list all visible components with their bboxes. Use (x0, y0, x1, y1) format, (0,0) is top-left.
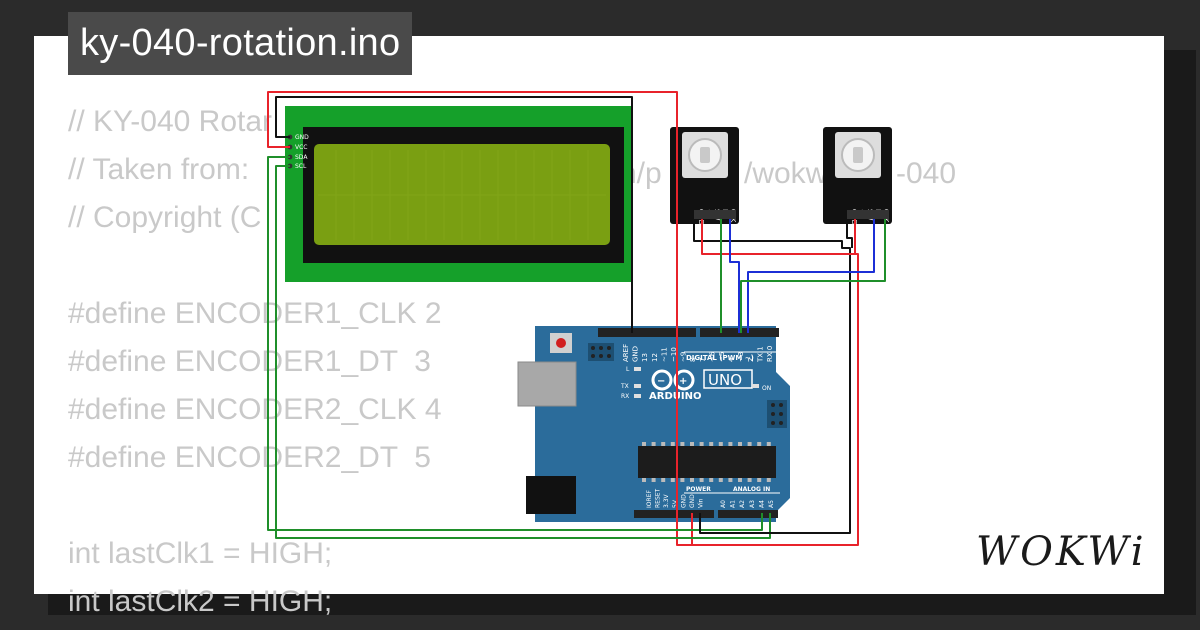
code-line: // KY-040 Rotar (68, 105, 273, 138)
pin-label: ~5 (718, 352, 726, 362)
pin-label: ~11 (660, 347, 668, 362)
led-tx-label: TX (620, 383, 629, 390)
pin-label: A1 (730, 500, 737, 508)
atmega-chip (638, 446, 776, 478)
code-fragment: -040 (896, 157, 956, 190)
pin-label: A0 (720, 500, 727, 508)
code-line: // Taken from: (68, 153, 250, 186)
wire-enc2-gnd (846, 219, 853, 248)
uno-badge (703, 369, 753, 389)
pin-label: 2 (747, 358, 755, 362)
wire-lcd-gnd (275, 96, 633, 333)
pin-label: ~6 (708, 351, 716, 362)
led-rx-label: RX (621, 393, 629, 400)
pin-label: 13 (641, 353, 649, 362)
lcd-char-grid (318, 150, 606, 240)
wire-lcd-sda (267, 156, 763, 531)
analog-label: ANALOG IN (733, 486, 770, 493)
pin-label: ~3 (737, 352, 745, 362)
pin-label: Vin (698, 498, 705, 508)
lcd-pin-label: VCC (295, 144, 307, 151)
pin-label: IOREF (646, 490, 653, 508)
icsp-header-top (588, 343, 614, 361)
power-label: POWER (686, 486, 711, 493)
pin-label: 5V (672, 499, 679, 508)
digital-label: DIGITAL (PWM ~) (686, 354, 754, 362)
project-title: ky-040-rotation.ino (68, 12, 413, 75)
pin-label: RX 0 (766, 346, 774, 362)
svg-text:+: + (679, 376, 687, 387)
pin-label: A5 (768, 500, 775, 508)
pin-label: 4 (728, 357, 736, 362)
power-header (634, 510, 714, 518)
led-l (634, 367, 641, 371)
pin-label: AREF (622, 344, 630, 362)
pin-label: ~9 (680, 352, 688, 362)
led-rx (634, 394, 641, 398)
pin-label: 12 (651, 353, 659, 362)
rotary-encoder-1[interactable]: CLK DT SW + GND (670, 127, 739, 225)
led-on (752, 384, 759, 388)
pin-label: GND (632, 346, 640, 362)
code-line: #define ENCODER2_DT 5 (68, 441, 431, 474)
chip-pins (642, 442, 771, 482)
pin-label: TX 1 (756, 346, 764, 363)
pin-label: GND (689, 494, 696, 508)
encoder-header (847, 210, 889, 219)
lcd-pin-label: SCL (295, 163, 307, 170)
wokwi-logo: WOKWi (976, 529, 1147, 575)
pin-label: 7 (699, 358, 707, 362)
pin-label: A2 (739, 500, 746, 508)
wire-enc2-clk (747, 219, 875, 333)
pin-label: RESET (655, 488, 662, 508)
wire-enc1-gnd (693, 219, 851, 534)
digital-header-left (598, 328, 696, 337)
code-fragment: /wokw (744, 157, 828, 190)
lcd-pin-label: GND (295, 134, 309, 141)
wire-enc2-dt (740, 219, 886, 333)
led-on-label: ON (762, 385, 771, 392)
led-tx (634, 384, 641, 388)
code-line: #define ENCODER2_CLK 4 (68, 393, 442, 426)
pin-label: 3.3V (663, 493, 670, 508)
lcd-display[interactable]: GND VCC SDA SCL (285, 106, 632, 282)
wires (267, 91, 886, 546)
wire-enc1-vcc (692, 219, 859, 546)
analog-header (718, 510, 778, 518)
lcd-pin-label: SDA (295, 154, 308, 161)
arduino-logo-mark (651, 369, 695, 391)
usb-port (517, 361, 577, 407)
pin-label: ~10 (670, 347, 678, 362)
led-l-label: L (626, 366, 630, 373)
pin-label: A3 (749, 500, 756, 508)
code-line: int lastClk2 = HIGH; (68, 585, 333, 618)
wire-enc1-clk (729, 219, 740, 333)
icsp-header-right (767, 400, 787, 428)
pin-label: GND (680, 494, 687, 508)
power-jack (526, 476, 576, 514)
code-line: int lastClk1 = HIGH; (68, 537, 333, 570)
code-line: // Copyright (C (68, 201, 262, 234)
encoder-header (694, 210, 736, 219)
pin-label: 8 (689, 358, 697, 362)
pin-label: A4 (758, 500, 765, 508)
wire-lcd-scl (275, 165, 771, 539)
rotary-encoder-2[interactable]: CLK DT SW + GND (823, 127, 892, 225)
arduino-model: UNO (708, 371, 742, 389)
code-line: #define ENCODER1_CLK 2 (68, 297, 442, 330)
svg-text:−: − (657, 376, 665, 387)
code-line: #define ENCODER1_DT 3 (68, 345, 431, 378)
code-preview: // KY-040 Rotar // Taken from: // Copyrigh… (68, 98, 442, 626)
arduino-brand: ARDUINO (649, 391, 701, 402)
